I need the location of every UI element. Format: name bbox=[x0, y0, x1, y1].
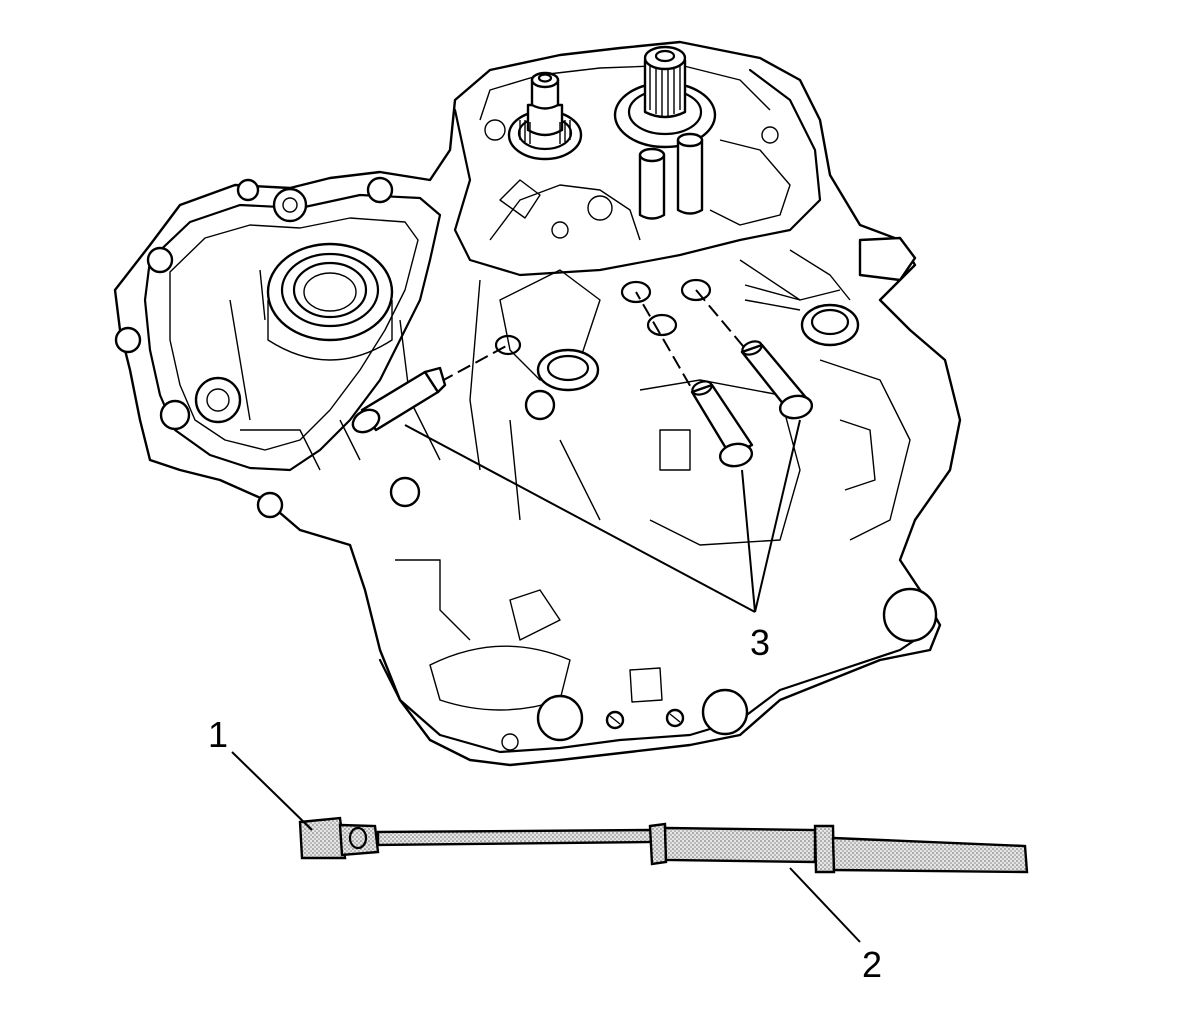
alignment-pins bbox=[351, 289, 814, 468]
callout-1-label: 1 bbox=[208, 714, 228, 755]
alignment-pin bbox=[740, 340, 814, 420]
callout-1-leader bbox=[231, 751, 313, 831]
callout-2-label: 2 bbox=[862, 944, 882, 985]
removal-tool bbox=[298, 816, 1029, 874]
tool-shaft bbox=[648, 822, 1029, 874]
tool-handle bbox=[298, 816, 380, 860]
alignment-pin bbox=[351, 366, 447, 434]
callout-3-label: 3 bbox=[750, 622, 770, 663]
callout-3-leaders bbox=[404, 419, 801, 613]
transmission-case bbox=[113, 40, 962, 767]
callout-2-leader bbox=[789, 867, 861, 943]
alignment-pin bbox=[690, 380, 754, 468]
